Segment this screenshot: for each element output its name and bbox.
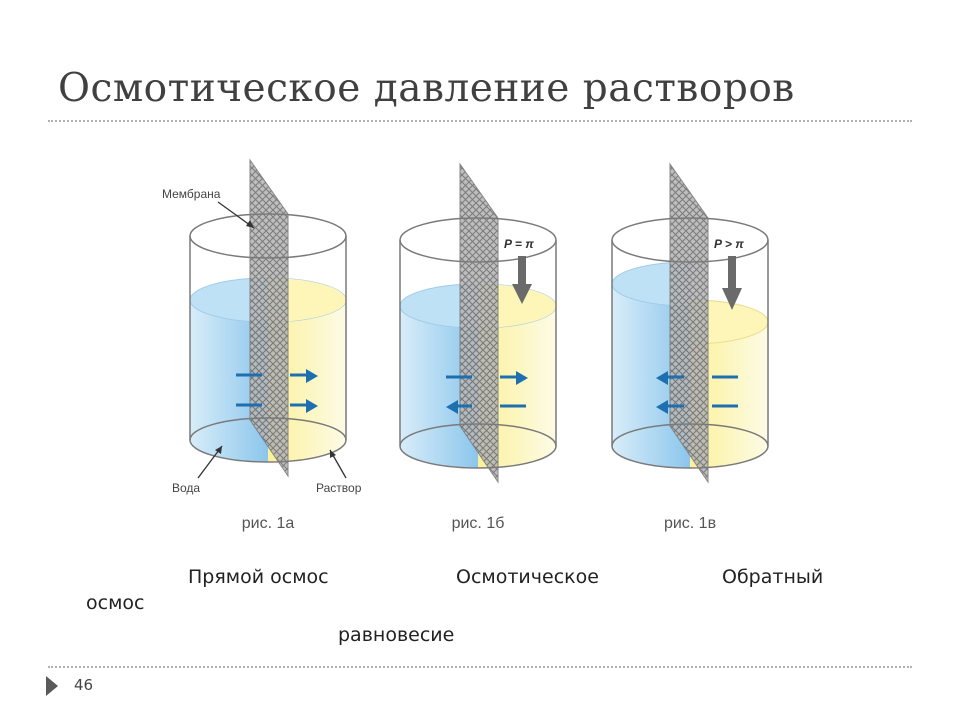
membrane bbox=[669, 162, 709, 484]
slide-marker-icon bbox=[46, 676, 58, 696]
water-region bbox=[400, 284, 478, 468]
caption-osmotic-equilibrium: Осмотическое bbox=[456, 566, 599, 588]
caption-direct-osmosis: Прямой осмос bbox=[188, 566, 329, 588]
caption-equilibrium-continued: равновесие bbox=[338, 624, 455, 646]
caption-reverse-osmosis: Обратный bbox=[722, 566, 824, 588]
pressure-arrow-icon bbox=[722, 256, 742, 310]
solution-label: Раствор bbox=[316, 481, 362, 495]
arrow-right bbox=[446, 371, 528, 385]
water-label: Вода bbox=[172, 481, 200, 495]
figure-1b: P = π рис. 1б bbox=[399, 162, 557, 532]
figure-label: рис. 1в bbox=[664, 515, 716, 532]
caption-osmosis-continued: осмос bbox=[86, 592, 145, 614]
membrane-label: Мембрана bbox=[162, 187, 221, 201]
figure-1c: P > π рис. 1в bbox=[611, 162, 769, 532]
membrane bbox=[249, 158, 289, 478]
title-divider bbox=[48, 120, 912, 122]
pressure-label: P = π bbox=[504, 237, 534, 251]
arrow-left bbox=[446, 400, 526, 414]
pressure-label: P > π bbox=[714, 237, 744, 251]
figure-1a: Мембрана Вода Раствор рис. 1а bbox=[162, 158, 362, 532]
pressure-arrow-icon bbox=[512, 256, 532, 304]
beaker-bottom bbox=[399, 423, 557, 469]
slide-title: Осмотическое давление растворов bbox=[58, 66, 795, 111]
water-region bbox=[190, 278, 268, 462]
beaker-bottom bbox=[611, 423, 769, 469]
beaker-bottom bbox=[189, 417, 347, 463]
arrow-left bbox=[656, 371, 738, 385]
membrane bbox=[459, 162, 499, 484]
arrow-left bbox=[656, 400, 738, 414]
arrow-right bbox=[236, 369, 318, 383]
figure-label: рис. 1а bbox=[242, 515, 295, 532]
footer-divider bbox=[48, 666, 912, 668]
page-number: 46 bbox=[74, 676, 94, 694]
figure-label: рис. 1б bbox=[452, 515, 505, 532]
arrow-right bbox=[236, 399, 318, 413]
